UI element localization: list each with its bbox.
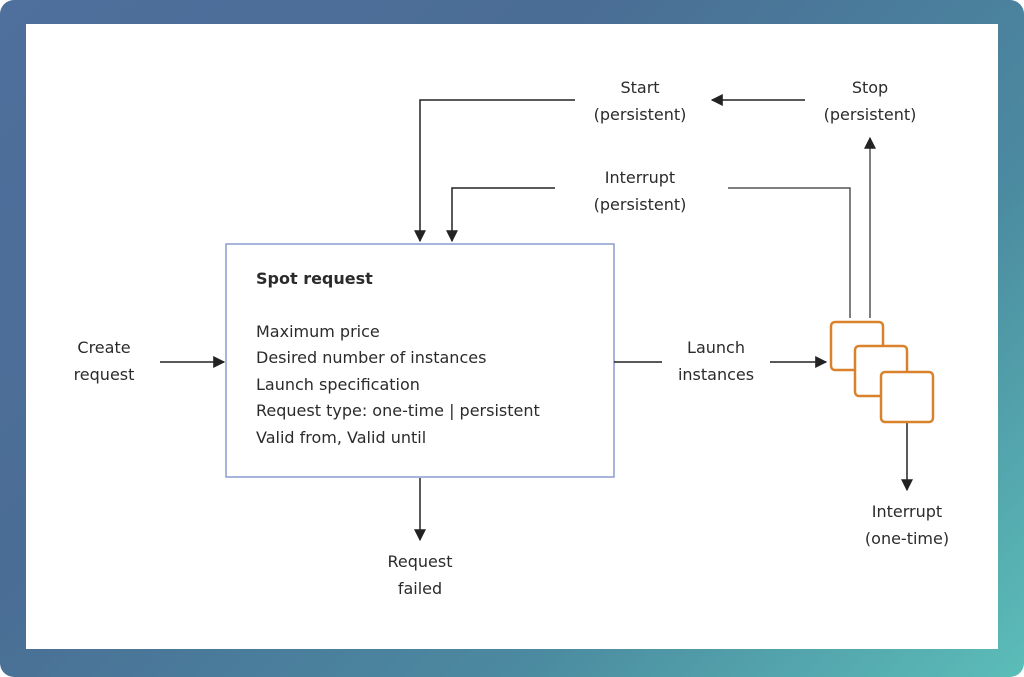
launch-instances-label: Launch instances [677,338,755,384]
spot-request-content: Spot request Maximum price Desired numbe… [256,266,540,451]
start-to-request-arrow [414,99,575,243]
interrupt-to-request-arrow [446,187,555,243]
stop-persistent-label: Stop (persistent) [823,78,917,124]
interrupt-persistent-label: Interrupt (persistent) [593,168,687,214]
field-desired-instances: Desired number of instances [256,348,487,367]
field-maximum-price: Maximum price [256,321,380,341]
field-valid-range: Valid from, Valid until [256,427,427,447]
request-failed-label: Request failed [387,552,453,598]
interrupt-onetime-label: Interrupt (one-time) [864,502,950,548]
create-request-label: Create request [73,338,135,384]
field-launch-specification: Launch specification [256,374,420,394]
spot-request-box [225,243,615,478]
instances-to-interrupt-line [728,187,851,318]
start-persistent-label: Start (persistent) [593,78,687,124]
spot-request-title: Spot request [256,269,373,288]
instance-stack-icon [829,320,935,424]
instance-square-3 [879,370,935,424]
field-request-type: Request type: one-time | persistent [256,401,540,420]
